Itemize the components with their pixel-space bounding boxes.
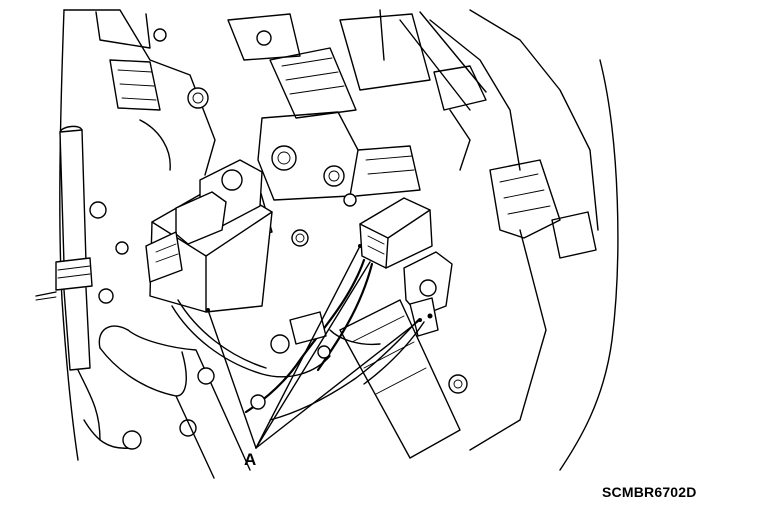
left-housing — [59, 9, 216, 461]
fasteners — [197, 193, 433, 410]
right-bracket — [399, 9, 619, 471]
figure-code: SCMBR6702D — [602, 484, 697, 500]
coolant-pipe — [35, 125, 93, 371]
callout-label-a: A — [244, 450, 257, 469]
callout-a-leaders — [206, 244, 422, 449]
connectors — [359, 197, 453, 337]
wiring-harness — [171, 258, 425, 421]
relay-box — [145, 159, 273, 313]
steering-shaft — [98, 299, 461, 479]
